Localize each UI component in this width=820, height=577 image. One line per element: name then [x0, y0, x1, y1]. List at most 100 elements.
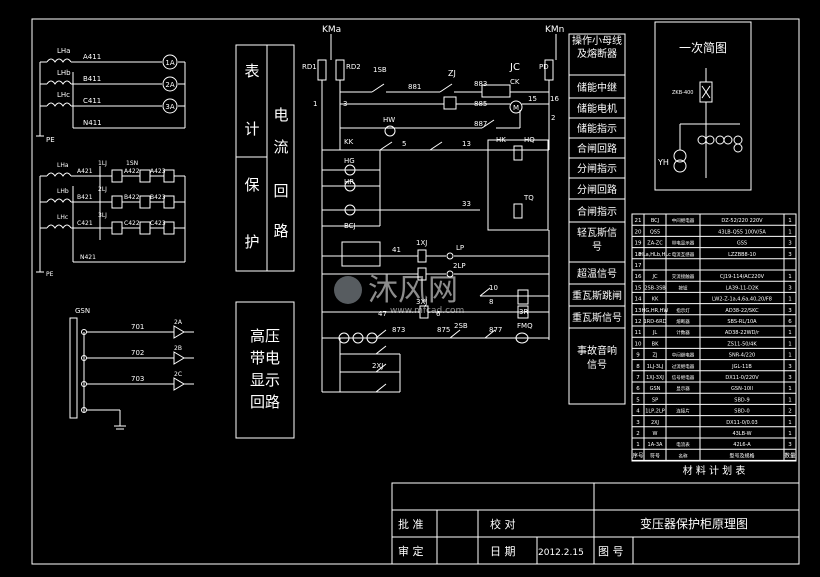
table-cell: LW2-Z-1a,4,6a,40,20/F8 [712, 297, 772, 303]
table-cell: SP [652, 397, 658, 403]
lbl-2lp: 2LP [453, 262, 466, 270]
tb-drawing-title: 变压器保护柜原理图 [640, 516, 748, 531]
table-cell: 15 [635, 285, 642, 291]
table-cell: 8 [636, 364, 640, 370]
fn-item-5: 分闸指示 [577, 162, 617, 175]
table-cell: 9 [636, 353, 640, 359]
lbl-881: 881 [408, 83, 421, 91]
lhc-label: LHc [57, 91, 70, 99]
primary-yh: YH [657, 158, 669, 167]
table-cell: DZ-52/220 220V [721, 218, 763, 224]
table-cell: 12 [635, 319, 642, 325]
lbl-hg: HG [344, 157, 355, 165]
lamp-2a: 2A [174, 319, 183, 326]
material-table-title: 材 料 计 划 表 [683, 464, 746, 477]
table-cell: 中间继电器 [672, 217, 695, 224]
watermark: 沐风网 www.mfcad.com [334, 273, 464, 316]
voltage-display-circuit [69, 317, 194, 430]
table-cell: 6 [636, 386, 640, 392]
lbl-1sb: 1SB [373, 66, 387, 74]
lbl-m: M [513, 104, 519, 112]
table-cell: AD38-22/SKC [725, 308, 759, 314]
tb-review: 审 定 [398, 544, 424, 558]
wire-702: 702 [131, 349, 144, 357]
lha-label: LHa [57, 47, 70, 55]
function-list-text: 操作小母线及熔断器 储能中继 储能电机 储能指示 合闸回路 分闸指示 分闸回路 … [572, 36, 622, 371]
table-cell: BK [652, 341, 659, 347]
lbl-16: 16 [550, 95, 559, 103]
primary-tag: ZKB-400 [672, 90, 693, 96]
table-footer-cell: 符号 [650, 452, 660, 459]
tb-date-value: 2012.2.15 [538, 548, 584, 558]
table-cell: 2 [636, 431, 640, 437]
table-cell: ZJ [653, 353, 658, 359]
table-cell: 带电显示器 [672, 240, 695, 247]
table-cell: SBD-9 [734, 397, 749, 403]
lbl-875: 875 [437, 326, 450, 334]
lbl-3r: 3R [519, 308, 528, 316]
lbl-zj: ZJ [448, 69, 456, 78]
control-circuit [317, 34, 557, 393]
wire-b421: B421 [77, 194, 93, 201]
lbl-5: 5 [402, 140, 406, 148]
table-cell: 指示灯 [676, 307, 690, 314]
table-cell: 显示器 [676, 386, 690, 392]
loop-char-3: 回 [273, 182, 288, 200]
table-cell: 42L6-A [733, 442, 751, 448]
protect-char-1: 保 [244, 176, 259, 194]
prot-lhb: LHb [57, 188, 69, 195]
bus-left: KMa [322, 25, 341, 35]
table-cell: 13 [635, 308, 642, 314]
primary-diagram [654, 21, 752, 191]
lbl-hq: HQ [524, 136, 535, 144]
lbl-tq: TQ [523, 194, 534, 202]
lbl-47: 47 [378, 310, 387, 318]
relay-2lj: 2LJ [98, 186, 107, 193]
ammeter-1-label: 1A [165, 59, 174, 67]
loop-char-2: 流 [273, 138, 288, 156]
lbl-rd2: RD2 [346, 63, 361, 71]
table-cell: 19 [635, 241, 642, 247]
table-cell: 1LP,2LP [645, 409, 665, 415]
table-cell: W [653, 431, 658, 437]
loop-char-4: 路 [273, 222, 288, 240]
watermark-url: www.mfcad.com [390, 306, 464, 316]
hv-line-2: 带电 [250, 349, 280, 367]
hv-line-1: 高压 [250, 327, 280, 345]
table-footer-cell: 序号 [632, 451, 644, 459]
table-cell: 1 [788, 386, 792, 392]
table-cell: 1XJ-3XJ [646, 375, 664, 381]
table-cell: 电流表 [676, 441, 690, 448]
side-label-boxes [235, 44, 295, 439]
table-cell: JC [652, 274, 658, 280]
relay-c422: C422 [124, 220, 140, 227]
loop-char-1: 电 [273, 106, 288, 124]
table-cell: 3 [636, 420, 640, 426]
table-cell: 3 [788, 252, 792, 258]
table-cell: 1LJ-3LJ [647, 364, 664, 370]
fn-item-11: 重瓦斯信号 [572, 311, 622, 324]
table-cell: 20 [635, 229, 642, 235]
lamp-hw [384, 125, 396, 137]
ammeter-1: 1A [162, 54, 178, 70]
table-cell: 1 [788, 431, 792, 437]
lbl-lp: LP [456, 244, 464, 252]
lbl-41: 41 [392, 246, 401, 254]
wire-n411: N411 [83, 119, 102, 127]
wire-b411: B411 [83, 75, 101, 83]
table-cell: 1A-3A [648, 442, 663, 448]
table-cell: DX11-0/220V [725, 375, 759, 381]
tb-date-label: 日 期 [490, 545, 516, 558]
lbl-2xj: 2XJ [372, 362, 383, 370]
table-cell: 1 [788, 218, 792, 224]
lbl-hk: HK [496, 136, 506, 144]
table-cell: 1 [788, 229, 792, 235]
lbl-6: 6 [436, 310, 441, 318]
lbl-877: 877 [489, 326, 502, 334]
table-cell: GSS [737, 241, 747, 247]
table-cell: 3 [788, 375, 792, 381]
table-cell: 43LB-W [732, 431, 751, 437]
lbl-13: 13 [462, 140, 471, 148]
table-cell: 10 [635, 341, 642, 347]
wire-a421: A421 [77, 168, 93, 175]
